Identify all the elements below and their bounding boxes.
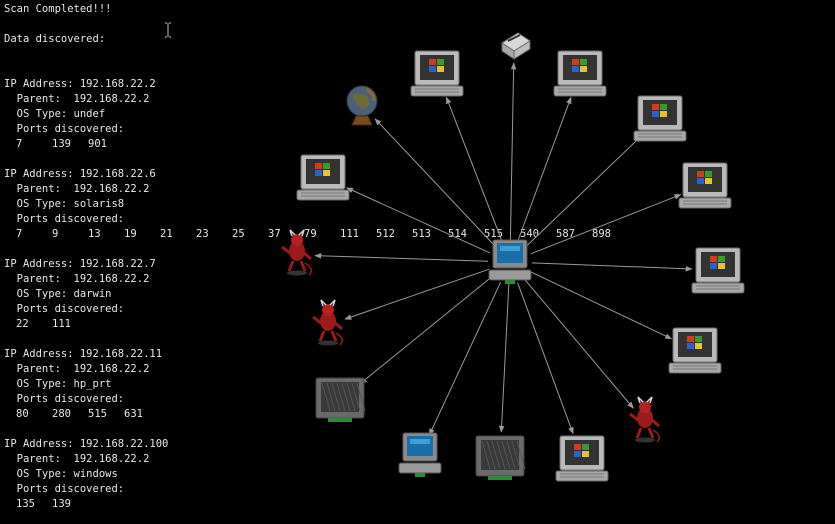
host-parent: Parent: 192.168.22.2 bbox=[4, 93, 150, 105]
port-number: 512 bbox=[376, 228, 395, 240]
blank-monitor-icon[interactable] bbox=[315, 377, 366, 422]
network-edge bbox=[428, 281, 502, 436]
port-number: 7 bbox=[16, 228, 23, 240]
port-number: 80 bbox=[16, 408, 29, 420]
port-number: 37 bbox=[268, 228, 281, 240]
bsd-daemon-icon[interactable] bbox=[281, 229, 312, 276]
network-edge bbox=[344, 268, 490, 320]
port-number: 898 bbox=[592, 228, 611, 240]
network-edge bbox=[498, 283, 510, 433]
port-number: 514 bbox=[448, 228, 467, 240]
port-number: 79 bbox=[304, 228, 317, 240]
globe-icon[interactable] bbox=[346, 85, 378, 126]
port-number: 22 bbox=[16, 318, 29, 330]
host-os-type: OS Type: hp_prt bbox=[4, 378, 112, 390]
port-number: 21 bbox=[160, 228, 173, 240]
host-os-type: OS Type: undef bbox=[4, 108, 106, 120]
windows-computer-icon[interactable] bbox=[296, 154, 350, 201]
network-edge bbox=[346, 187, 491, 254]
network-edge bbox=[517, 282, 574, 435]
host-os-type: OS Type: windows bbox=[4, 468, 118, 480]
network-edges bbox=[314, 62, 693, 436]
port-number: 13 bbox=[88, 228, 101, 240]
network-edge bbox=[531, 262, 693, 272]
port-number: 111 bbox=[340, 228, 359, 240]
host-ip: IP Address: 192.168.22.6 bbox=[4, 168, 156, 180]
printer-icon[interactable] bbox=[501, 32, 531, 60]
port-number: 19 bbox=[124, 228, 137, 240]
network-edge bbox=[445, 96, 503, 242]
windows-computer-icon[interactable] bbox=[691, 247, 745, 294]
text-cursor-icon bbox=[165, 22, 171, 38]
windows-computer-icon[interactable] bbox=[555, 435, 609, 482]
network-edge bbox=[314, 252, 489, 262]
host-parent: Parent: 192.168.22.2 bbox=[4, 273, 150, 285]
network-edge bbox=[509, 62, 517, 241]
host-ip: IP Address: 192.168.22.2 bbox=[4, 78, 156, 90]
host-os-type: OS Type: solaris8 bbox=[4, 198, 125, 210]
windows-computer-icon[interactable] bbox=[553, 50, 607, 97]
host-ports-label: Ports discovered: bbox=[4, 483, 125, 495]
host-ip: IP Address: 192.168.22.100 bbox=[4, 438, 169, 450]
network-edge bbox=[529, 270, 673, 340]
host-os-type: OS Type: darwin bbox=[4, 288, 112, 300]
network-edge bbox=[525, 135, 642, 248]
port-number: 139 bbox=[52, 138, 71, 150]
port-number: 135 bbox=[16, 498, 35, 510]
windows-computer-icon[interactable] bbox=[668, 327, 722, 374]
host-parent: Parent: 192.168.22.2 bbox=[4, 183, 150, 195]
host-ip: IP Address: 192.168.22.7 bbox=[4, 258, 156, 270]
network-edge bbox=[523, 278, 634, 409]
network-edge bbox=[359, 275, 494, 385]
host-ports-label: Ports discovered: bbox=[4, 213, 125, 225]
host-parent: Parent: 192.168.22.2 bbox=[4, 453, 150, 465]
port-number: 25 bbox=[232, 228, 245, 240]
data-discovered-heading: Data discovered: bbox=[4, 33, 106, 45]
host-ip: IP Address: 192.168.22.11 bbox=[4, 348, 163, 360]
port-number: 280 bbox=[52, 408, 71, 420]
port-number: 9 bbox=[52, 228, 59, 240]
network-edge bbox=[530, 194, 682, 255]
windows-computer-icon[interactable] bbox=[633, 95, 687, 142]
host-ports-label: Ports discovered: bbox=[4, 393, 125, 405]
network-edge bbox=[517, 96, 572, 242]
host-parent: Parent: 192.168.22.2 bbox=[4, 363, 150, 375]
port-number: 111 bbox=[52, 318, 71, 330]
monitor-icon-blue[interactable] bbox=[398, 432, 442, 477]
port-number: 23 bbox=[196, 228, 209, 240]
network-edge bbox=[374, 118, 496, 247]
scanner-host-icon[interactable] bbox=[488, 239, 532, 284]
scan-status: Scan Completed!!! bbox=[4, 3, 112, 15]
port-number: 540 bbox=[520, 228, 539, 240]
blank-monitor-icon[interactable] bbox=[475, 435, 526, 480]
port-number: 515 bbox=[88, 408, 107, 420]
port-number: 901 bbox=[88, 138, 107, 150]
host-ports-label: Ports discovered: bbox=[4, 123, 125, 135]
host-ports-label: Ports discovered: bbox=[4, 303, 125, 315]
bsd-daemon-icon[interactable] bbox=[312, 299, 343, 346]
port-number: 631 bbox=[124, 408, 143, 420]
port-number: 139 bbox=[52, 498, 71, 510]
windows-computer-icon[interactable] bbox=[410, 50, 464, 97]
port-number: 7 bbox=[16, 138, 23, 150]
port-number: 513 bbox=[412, 228, 431, 240]
port-number: 587 bbox=[556, 228, 575, 240]
bsd-daemon-icon[interactable] bbox=[629, 396, 660, 443]
windows-computer-icon[interactable] bbox=[678, 162, 732, 209]
